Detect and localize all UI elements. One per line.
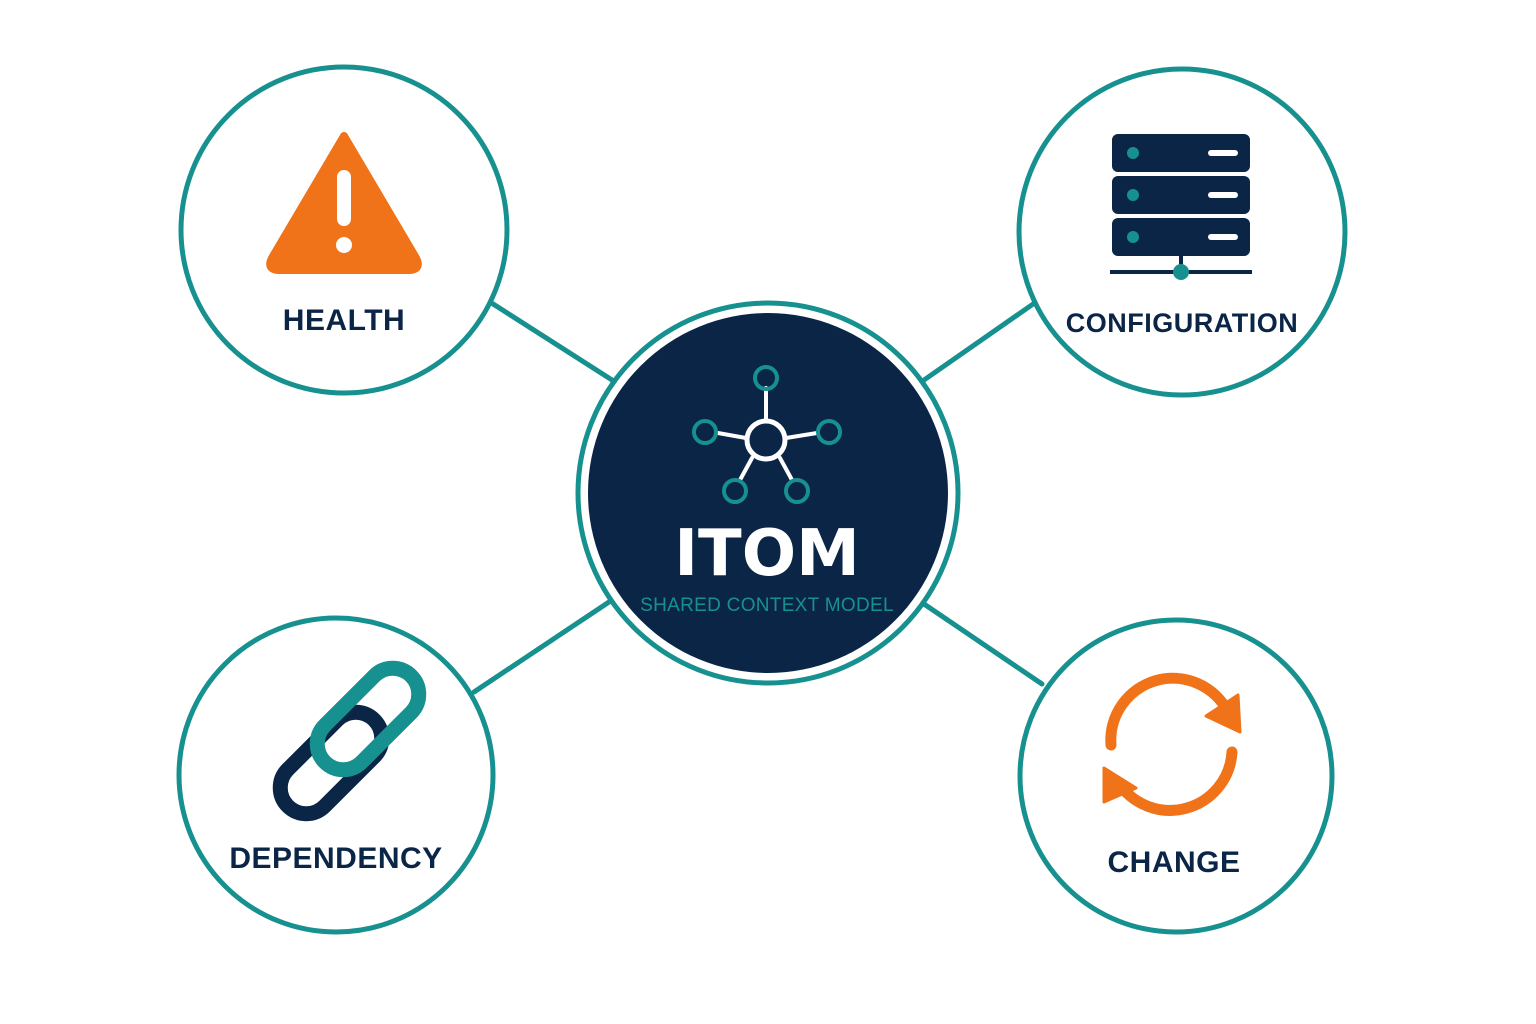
hub-title: ITOM [674, 517, 860, 591]
hub-subtitle: SHARED CONTEXT MODEL [640, 595, 894, 616]
refresh-arrows-icon [1102, 672, 1242, 816]
node-dependency-label: DEPENDENCY [229, 842, 442, 875]
connector-change [921, 601, 1045, 687]
connector-dependency [471, 597, 615, 695]
hub-disc [588, 313, 948, 673]
network-hub-icon [692, 365, 842, 504]
node-change: CHANGE [1017, 617, 1335, 935]
node-dependency: DEPENDENCY [176, 615, 496, 935]
chain-link-icon [272, 660, 427, 822]
connector-configuration [921, 299, 1039, 383]
node-change-ring [1017, 617, 1335, 935]
node-health: HEALTH [178, 64, 510, 396]
server-rack-icon [1110, 134, 1252, 280]
warning-triangle-icon [266, 132, 422, 274]
connectors [471, 299, 1045, 695]
node-configuration-label: CONFIGURATION [1066, 308, 1298, 338]
connector-health [487, 299, 615, 383]
node-health-label: HEALTH [283, 304, 405, 337]
hub: ITOM SHARED CONTEXT MODEL [575, 300, 961, 686]
node-configuration: CONFIGURATION [1016, 66, 1348, 398]
node-change-label: CHANGE [1107, 846, 1240, 879]
